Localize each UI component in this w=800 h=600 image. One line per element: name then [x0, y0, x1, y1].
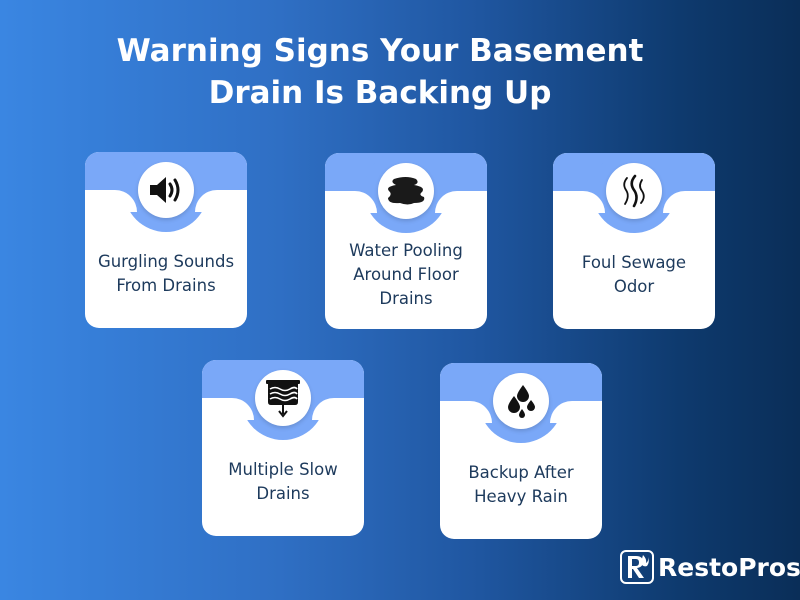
icon-circle: [606, 163, 662, 219]
warning-card-gurgling: Gurgling Sounds From Drains: [85, 152, 247, 328]
icon-circle: [378, 163, 434, 219]
warning-card-heavy-rain: Backup After Heavy Rain: [440, 363, 602, 539]
title-line-2: Drain Is Backing Up: [208, 75, 552, 111]
restopros-logo-icon: [620, 550, 654, 584]
rain-drops-icon: [508, 385, 535, 418]
icon-circle: [493, 373, 549, 429]
water-puddle-icon: [388, 177, 425, 205]
card-label: Gurgling Sounds From Drains: [97, 252, 235, 295]
speaker-icon: [150, 177, 180, 203]
card-label: Multiple Slow Drains: [228, 460, 338, 503]
page-title: Warning Signs Your Basement Drain Is Bac…: [0, 30, 760, 114]
logo-text: RestoPros: [658, 552, 800, 582]
icon-circle: [138, 162, 194, 218]
warning-card-slow-drains: Multiple Slow Drains: [202, 360, 364, 536]
card-label: Backup After Heavy Rain: [468, 463, 574, 506]
warning-card-water-pooling: Water Pooling Around Floor Drains: [325, 153, 487, 329]
card-label: Foul Sewage Odor: [581, 253, 687, 296]
warning-card-sewage-odor: Foul Sewage Odor: [553, 153, 715, 329]
odor-fumes-icon: [623, 174, 645, 208]
slow-drain-icon: [266, 380, 300, 418]
icon-circle: [255, 370, 311, 426]
title-line-1: Warning Signs Your Basement: [116, 33, 644, 69]
card-label: Water Pooling Around Floor Drains: [349, 241, 463, 308]
restopros-logo: RestoPros: [620, 546, 800, 588]
